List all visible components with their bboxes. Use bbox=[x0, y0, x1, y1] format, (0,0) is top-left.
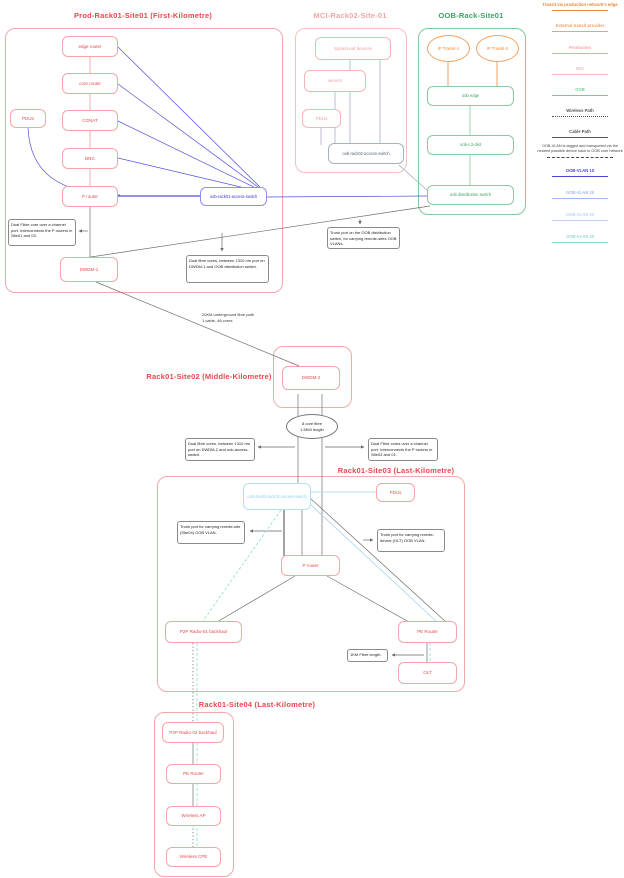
oob-rack-title: OOB-Rack-Site01 bbox=[438, 11, 504, 20]
prod-rack-container bbox=[5, 28, 283, 293]
oob-rack02-access-switch-node: oob-rack02-access-switch bbox=[328, 143, 404, 164]
site03-container bbox=[157, 476, 465, 692]
legend-item-cable-path: Cable Path bbox=[536, 129, 624, 139]
site03-pdus-node: PDUs bbox=[376, 483, 415, 502]
prod-pdus-node: PDUs bbox=[10, 109, 46, 128]
site03-p-router-node: P router bbox=[281, 555, 340, 576]
fibre-ellipse-line2: 1.5KM length bbox=[300, 426, 324, 432]
legend-line bbox=[552, 242, 608, 244]
wireless-cpe-node: Wireless CPE bbox=[166, 847, 221, 867]
note-dwdm2-oob: Dual fibre cores, between 1310 nm port o… bbox=[185, 438, 255, 461]
p2p-radio-01-node: P2P Radio-01 backhaul bbox=[165, 621, 242, 643]
dwdm2-node: DWDM-2 bbox=[282, 366, 340, 390]
note-site04-vlan: Trunk port for carrying remote-site (Sit… bbox=[177, 521, 245, 544]
note-channel-port-site03: Dual Fibre cores over a channel port. In… bbox=[368, 438, 438, 461]
site02-container bbox=[273, 346, 352, 408]
bng-node: BNG bbox=[62, 148, 118, 169]
fibre-path-label: 20KM underground fibre path 1 cable, 48 … bbox=[202, 312, 282, 324]
note-channel-port-site01: Dual Fibre core over a channel port. Int… bbox=[8, 219, 76, 246]
edge-router-node: edge router bbox=[62, 36, 118, 57]
legend-line bbox=[547, 156, 613, 158]
site04-title: Rack01-Site04 (Last-Kilometre) bbox=[198, 700, 316, 709]
legend-item-transit-prod-edge: Transit via production network's edge bbox=[536, 2, 624, 12]
note-olt-vlan: Trunk port for carrying remote-device (O… bbox=[377, 529, 445, 552]
ip-transit-1-node: IP Transit-1 bbox=[427, 35, 470, 62]
ip-transit-2-node: IP Transit-2 bbox=[476, 35, 519, 62]
servers-node: servers bbox=[304, 70, 366, 92]
legend-item-mci: MCI bbox=[536, 66, 624, 76]
legend-line bbox=[552, 116, 608, 118]
legend-line bbox=[552, 10, 608, 12]
legend-item-wireless-path: Wireless Path bbox=[536, 108, 624, 118]
legend-line bbox=[552, 198, 608, 200]
legend-line bbox=[552, 31, 608, 33]
note-1km-fibre: 1KM Fibre length. bbox=[347, 649, 388, 662]
legend-line bbox=[552, 95, 608, 97]
p2p-radio-02-node: P2P Radio-02 backhaul bbox=[162, 722, 224, 743]
fibre-path-label-line2: 1 cable, 48 cores bbox=[202, 318, 233, 323]
spine-leaf-node: Spine/Leaf devices bbox=[315, 37, 391, 60]
legend-line bbox=[552, 74, 608, 76]
core-router-node: core router bbox=[62, 73, 118, 94]
site03-title: Rack01-Site03 (Last-Kilometre) bbox=[337, 466, 455, 475]
wireless-ap-node: Wireless AP bbox=[166, 806, 221, 826]
legend-line bbox=[552, 176, 608, 178]
legend-line bbox=[552, 137, 608, 139]
legend-item-oob-vlan-note: OOB-VLAN is tagged and transported via t… bbox=[536, 144, 624, 158]
legend-item-oob-vlan-30: OOB-VLAN 30 bbox=[536, 212, 624, 222]
fibre-ellipse-line1: 8 core fibre bbox=[301, 420, 322, 426]
mci-rack-title: MCI-Rack02-Site-01 bbox=[313, 11, 387, 20]
dwdm1-node: DWDM-1 bbox=[60, 257, 118, 282]
note-dwdm1-oob: Dual fibre cores, between 1310 nm port o… bbox=[186, 255, 269, 283]
oob-edge-node: oob edge bbox=[427, 86, 514, 106]
legend-item-production: Production bbox=[536, 45, 624, 55]
legend-item-oob: OOB bbox=[536, 87, 624, 97]
site04-container bbox=[154, 712, 234, 877]
oob-rack-container bbox=[418, 28, 526, 215]
prod-rack-title: Prod-Rack01-Site01 (First-Kilometre) bbox=[73, 11, 213, 20]
oob-site03-access-switch-node: oob-site03-rack01-access-switch bbox=[243, 483, 311, 510]
legend-line bbox=[552, 53, 608, 55]
legend: Transit via production network's edge Ex… bbox=[536, 2, 624, 254]
site04-pe-router-node: PE Router bbox=[166, 764, 221, 784]
oob-rack01-access-switch-node: oob-rack01-access-switch bbox=[200, 187, 267, 206]
fibre-length-ellipse: 8 core fibre 1.5KM length bbox=[286, 414, 338, 439]
mci-pdus-node: PDUs bbox=[302, 109, 341, 128]
cgnat-node: CGNAT bbox=[62, 110, 118, 131]
legend-item-oob-vlan-40: OOB-VLAN 40 bbox=[536, 234, 624, 244]
note-oob-trunk: Trunk port on the OOB distribution switc… bbox=[327, 227, 400, 249]
oob-l3-dist-node: oob-L3-dist bbox=[427, 135, 514, 155]
legend-item-external-transit: External transit provider bbox=[536, 23, 624, 33]
site02-title: Rack01-Site02 (Middle-Kilometre) bbox=[146, 372, 272, 381]
site03-pe-router-node: PE Router bbox=[398, 621, 457, 643]
legend-line bbox=[552, 220, 608, 222]
olt-node: OLT bbox=[398, 662, 457, 684]
mci-rack-container bbox=[295, 28, 407, 173]
oob-distribution-switch-node: oob distribution switch bbox=[427, 185, 514, 205]
prod-p-router-node: P router bbox=[62, 186, 118, 207]
legend-item-oob-vlan-20: OOB-VLAN 20 bbox=[536, 190, 624, 200]
legend-item-oob-vlan-10: OOB-VLAN 10 bbox=[536, 168, 624, 178]
